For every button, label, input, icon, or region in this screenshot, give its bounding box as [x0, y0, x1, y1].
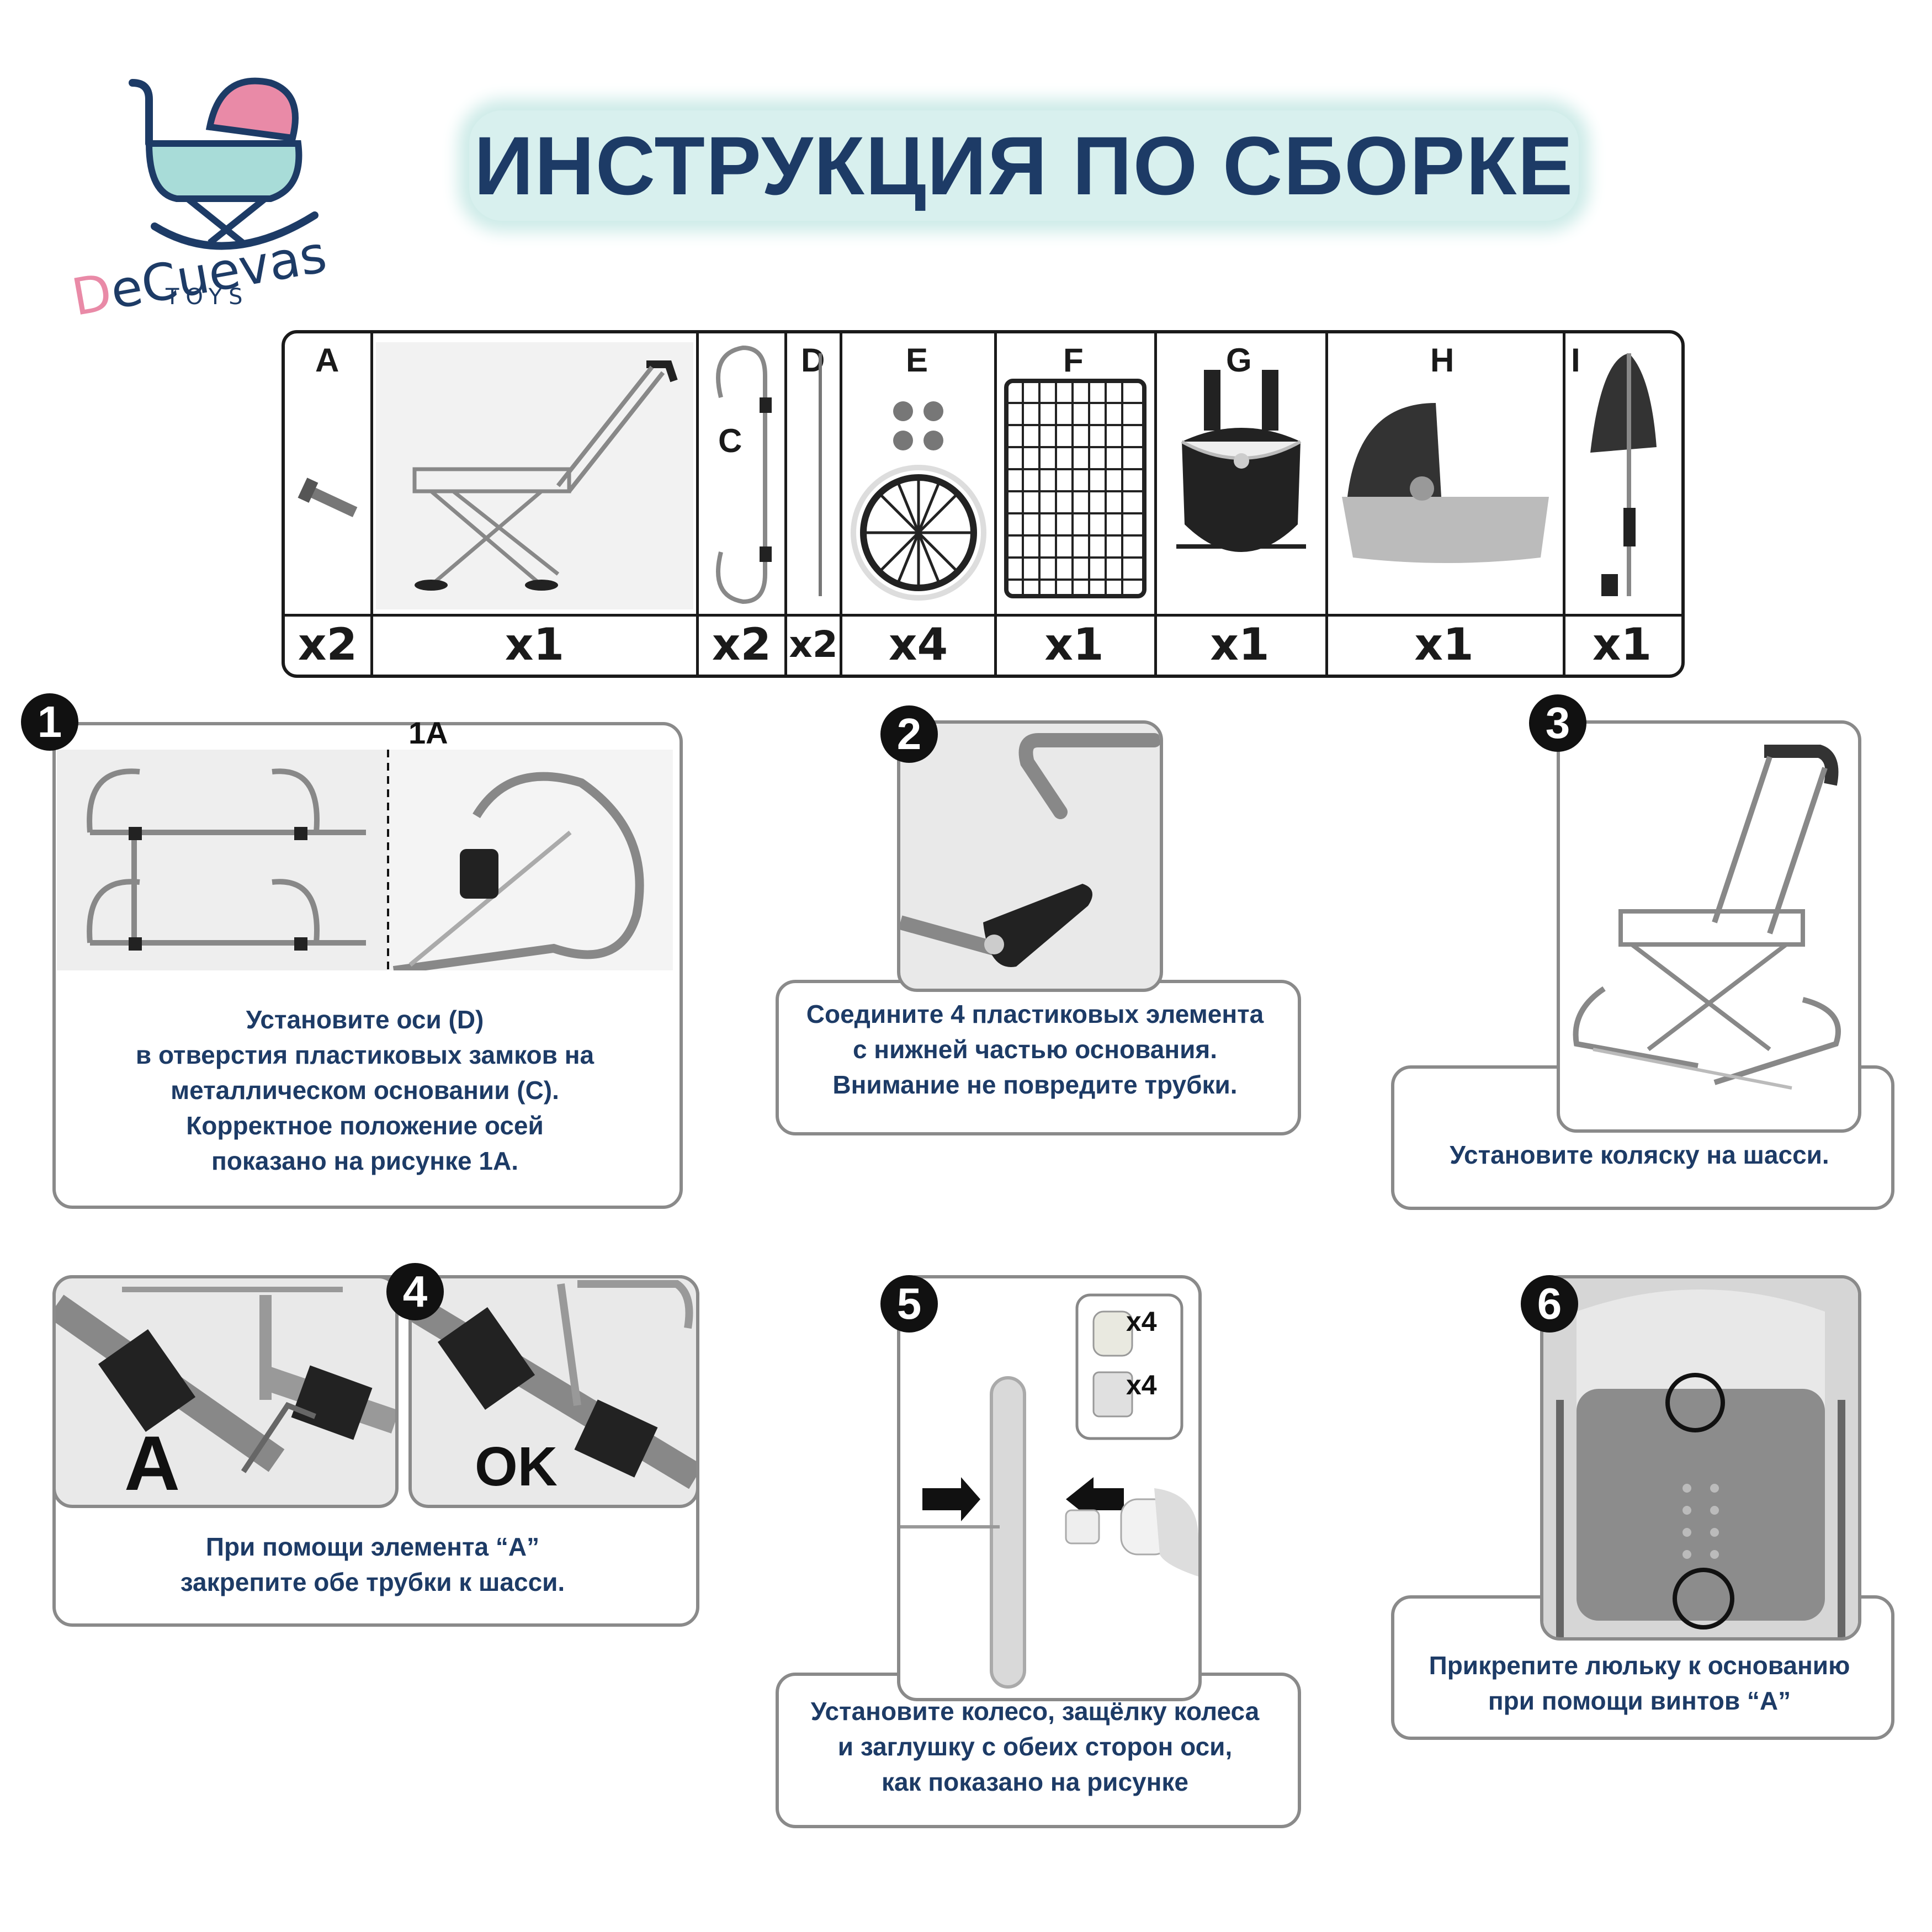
step-3-number: 3	[1529, 694, 1586, 752]
step-5-number: 5	[880, 1275, 938, 1333]
parts-col-divider	[840, 333, 842, 675]
brand-logo: DeCuevas	[67, 77, 331, 320]
step-5-qty-2: x4	[1126, 1370, 1157, 1400]
step-1-sub-label: 1A	[408, 715, 448, 750]
part-d-axle	[819, 353, 822, 596]
step-4-image-ok	[408, 1275, 699, 1508]
part-b-chassis	[376, 342, 693, 609]
brand-sub: TOYS	[166, 284, 250, 310]
part-e-qty: x4	[888, 619, 948, 670]
step-2-box	[776, 980, 1301, 1135]
part-d-qty: x2	[789, 623, 838, 666]
part-a-screw	[298, 477, 358, 517]
part-f-basket	[1004, 379, 1147, 598]
step-1-image	[57, 750, 673, 970]
part-e-letter: E	[906, 342, 928, 379]
part-a-letter: A	[315, 342, 339, 379]
parts-col-divider	[370, 333, 373, 675]
step-5-qty-1: x4	[1126, 1306, 1157, 1337]
step-5-image	[897, 1275, 1202, 1701]
step-3-caption: Установите коляску на шасси.	[1450, 1140, 1829, 1169]
parts-row-divider	[285, 614, 1681, 617]
step-3-image	[1557, 720, 1861, 1133]
part-b-qty: x1	[505, 619, 565, 670]
part-h-letter: H	[1430, 342, 1455, 379]
part-f-qty: x1	[1044, 619, 1104, 670]
step-4-image-a	[52, 1275, 399, 1508]
step-2-caption: Соедините 4 пластиковых элемента с нижне…	[806, 1000, 1264, 1099]
part-h-carrycot	[1342, 403, 1549, 563]
parts-col-divider	[1563, 333, 1565, 675]
part-h-qty: x1	[1414, 619, 1474, 670]
title-banner: ИНСТРУКЦИЯ ПО СБОРКЕ	[469, 110, 1579, 221]
part-c-hooks	[716, 345, 772, 604]
part-i-letter: I	[1571, 342, 1580, 379]
part-e-wheels	[851, 401, 986, 601]
step-6-image	[1540, 1275, 1861, 1641]
part-g-qty: x1	[1210, 619, 1270, 670]
step-4-label-ok: OK	[475, 1436, 558, 1498]
parts-table: A x2 B x1 C x2 D x2 E	[282, 330, 1685, 678]
part-g-letter: G	[1226, 342, 1252, 379]
step-6-caption: Прикрепите люльку к основанию при помощи…	[1429, 1651, 1850, 1715]
part-i-umbrella	[1590, 353, 1657, 596]
part-a-qty: x2	[298, 619, 358, 670]
part-i-qty: x1	[1592, 619, 1652, 670]
step-4-label-a: A	[124, 1420, 181, 1506]
part-g-bag	[1176, 370, 1306, 552]
parts-col-divider	[784, 333, 787, 675]
step-1-caption: Установите оси (D) в отверстия пластиков…	[135, 1005, 595, 1175]
part-c-qty: x2	[712, 619, 772, 670]
part-f-letter: F	[1063, 342, 1084, 379]
page-title: ИНСТРУКЦИЯ ПО СБОРКЕ	[474, 119, 1574, 212]
parts-col-divider	[994, 333, 997, 675]
parts-col-divider	[1325, 333, 1328, 675]
parts-col-divider	[696, 333, 699, 675]
step-2-image	[897, 720, 1163, 992]
step-2-number: 2	[880, 705, 938, 763]
step-1-number: 1	[21, 693, 78, 751]
step-4-caption: При помощи элемента “A” закрепите обе тр…	[180, 1532, 565, 1596]
parts-col-divider	[1154, 333, 1157, 675]
step-5-caption: Установите колесо, защёлку колеса и загл…	[810, 1697, 1260, 1796]
step-6-number: 6	[1521, 1275, 1578, 1333]
step-4-number: 4	[386, 1263, 444, 1320]
part-c-letter: C	[718, 422, 742, 459]
